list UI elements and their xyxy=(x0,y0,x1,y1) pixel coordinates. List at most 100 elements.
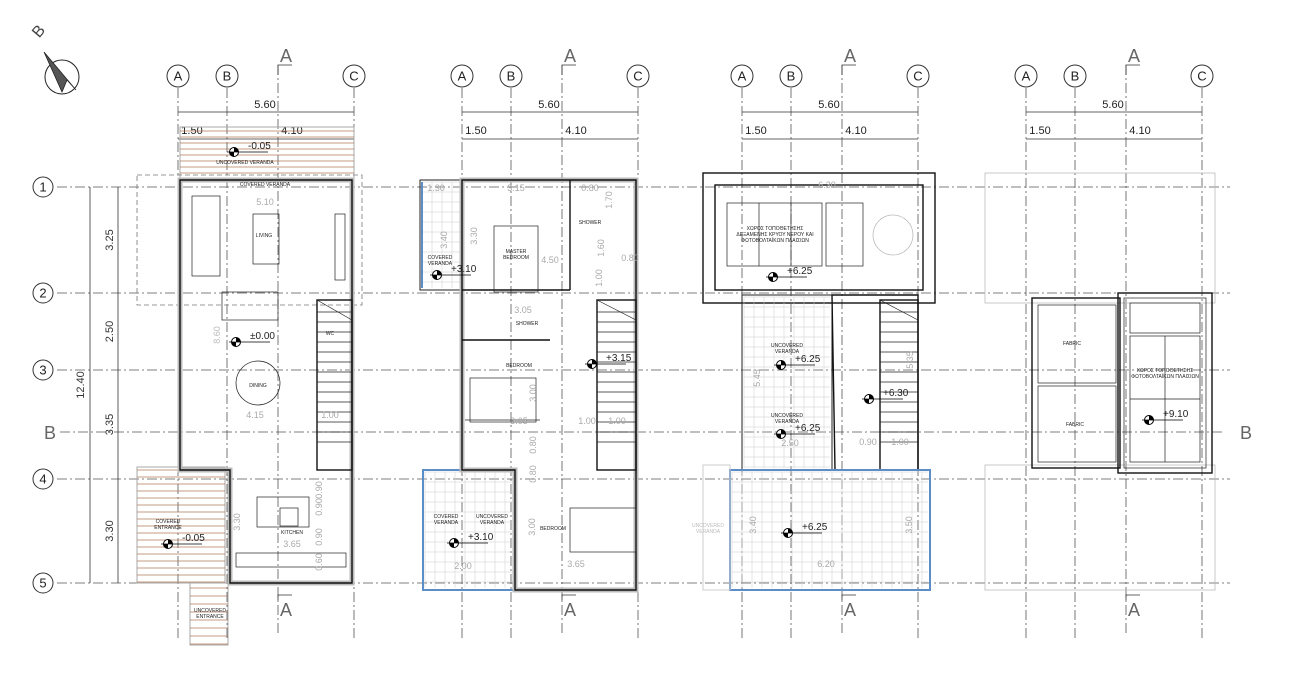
grid-column-label: C xyxy=(633,69,642,84)
room-label: ENTRANCE xyxy=(196,614,224,620)
level-label: +6.25 xyxy=(795,423,821,434)
dimension-label: 1.00 xyxy=(608,416,626,426)
level-marker-icon xyxy=(161,539,202,549)
room-label: VERANDA xyxy=(428,261,453,267)
level-marker-icon xyxy=(227,147,268,157)
room-label: ΧΩΡΟΣ ΤΟΠΟΘΕΤΗΣΗΣ xyxy=(747,226,804,232)
grid-column-label: B xyxy=(507,69,516,84)
level-marker-icon xyxy=(1142,415,1183,425)
room-label: FABRIC xyxy=(1063,341,1081,347)
dimension-label: 5.10 xyxy=(256,197,274,207)
section-a-top: A xyxy=(1128,46,1140,66)
dimension-label: 0.80 xyxy=(621,253,639,263)
grid-column-label: C xyxy=(349,69,358,84)
room-label: VERANDA xyxy=(480,520,505,526)
dimension-label: 1.30 xyxy=(427,183,445,193)
grid-row-bubble xyxy=(32,468,54,490)
dimension-total: 5.60 xyxy=(1102,99,1123,111)
grid-row-bubble xyxy=(32,282,54,304)
dimension-label: 0.90 xyxy=(314,481,324,499)
plan-top-roof xyxy=(984,172,1216,591)
dimension-label: 8.60 xyxy=(212,326,222,344)
level-label: +6.25 xyxy=(787,266,813,277)
room-label: MASTER xyxy=(506,249,527,255)
section-a-bottom: A xyxy=(844,600,856,620)
room-label: ΦΩΤΟΒΟΛΤΑΪΚΩΝ ΠΛΑΙΣΙΩΝ xyxy=(1131,373,1199,380)
section-b-right: B xyxy=(1240,423,1252,443)
plan-roof-floor xyxy=(702,172,936,591)
room-label: ENTRANCE xyxy=(154,525,182,531)
dimension-label: 3.00 xyxy=(527,518,537,536)
room-label: ΧΩΡΟΣ ΤΟΠΟΘΕΤΗΣΗΣ xyxy=(1137,368,1194,374)
grid-row-bubble xyxy=(32,359,54,381)
dimension-label: 1.00 xyxy=(578,416,596,426)
grid-column-bubble xyxy=(730,64,754,88)
dimension-left: 1.50 xyxy=(745,125,766,137)
level-label: +3.10 xyxy=(451,264,477,275)
dimension-label: 3.65 xyxy=(283,539,301,549)
room-label: UNCOVERED xyxy=(692,523,724,529)
dimension-label: 3.30 xyxy=(469,227,479,245)
dimension-right: 4.10 xyxy=(845,125,866,137)
dimension-label: 3.30 xyxy=(232,513,242,531)
level-label: +9.10 xyxy=(1163,409,1189,420)
dimension-label: 3.05 xyxy=(514,305,532,315)
grid-row-label: 4 xyxy=(39,472,46,487)
dimension-label: 3.40 xyxy=(439,231,449,249)
room-label: BEDROOM xyxy=(540,526,566,532)
dimension-label: 2.00 xyxy=(454,561,472,571)
grid-column-label: A xyxy=(458,69,467,84)
dimension-total: 5.60 xyxy=(254,99,275,111)
section-a-bottom: A xyxy=(564,600,576,620)
grid-column-label: B xyxy=(1071,69,1080,84)
room-label: UNCOVERED xyxy=(771,343,803,349)
level-marker-icon xyxy=(229,337,270,347)
dimension-label: 0.60 xyxy=(314,553,324,571)
level-marker-icon xyxy=(447,538,488,548)
dimension-label: 3.15 xyxy=(507,183,525,193)
dimension-label: 1.00 xyxy=(594,269,604,287)
grid-column-label: C xyxy=(913,69,922,84)
grid-row-label: 5 xyxy=(39,576,46,591)
room-label: COVERED xyxy=(156,519,181,525)
section-a-top: A xyxy=(564,46,576,66)
dimension-label: 3.65 xyxy=(567,559,585,569)
room-label: UNCOVERED xyxy=(194,608,226,614)
level-marker-icon xyxy=(766,272,807,282)
north-arrow-icon: B xyxy=(29,22,80,95)
dimension-right: 4.10 xyxy=(565,125,586,137)
grid-column-bubble xyxy=(450,64,474,88)
grid-column-label: A xyxy=(174,69,183,84)
dimension-label: 0.90 xyxy=(859,437,877,447)
room-label: SHOWER xyxy=(579,220,602,226)
level-label: -0.05 xyxy=(248,141,271,152)
grid-column-bubble xyxy=(1014,64,1038,88)
dimension-label: 5.35 xyxy=(905,351,915,369)
grid-column-bubble xyxy=(626,64,650,88)
room-label: VERANDA xyxy=(775,349,800,355)
grid-row-bubble xyxy=(32,176,54,198)
room-label: VERANDA xyxy=(775,419,800,425)
room-label: WC xyxy=(326,331,335,337)
dimension-label: 1.70 xyxy=(604,191,614,209)
dimension-span: 3.25 xyxy=(104,229,116,250)
grid-column-bubble xyxy=(779,64,803,88)
grid-column-bubble xyxy=(215,64,239,88)
room-label: VERANDA xyxy=(434,520,459,526)
level-label: +3.15 xyxy=(606,353,632,364)
room-label: DINING xyxy=(249,383,267,389)
level-marker-icon xyxy=(774,429,815,439)
dimension-label: 0.80 xyxy=(581,183,599,193)
grid-row-label: 3 xyxy=(39,363,46,378)
room-label: LIVING xyxy=(256,233,273,239)
level-label: +6.25 xyxy=(802,522,828,533)
dimension-label: 1.00 xyxy=(321,410,339,420)
dimension-label: 3.50 xyxy=(904,516,914,534)
room-label: COVERED xyxy=(434,514,459,520)
section-a-top: A xyxy=(280,46,292,66)
dimension-label: 0.80 xyxy=(528,436,538,454)
plan-first-floor xyxy=(419,177,639,593)
grid-column-bubble xyxy=(499,64,523,88)
level-label: -0.05 xyxy=(182,533,205,544)
